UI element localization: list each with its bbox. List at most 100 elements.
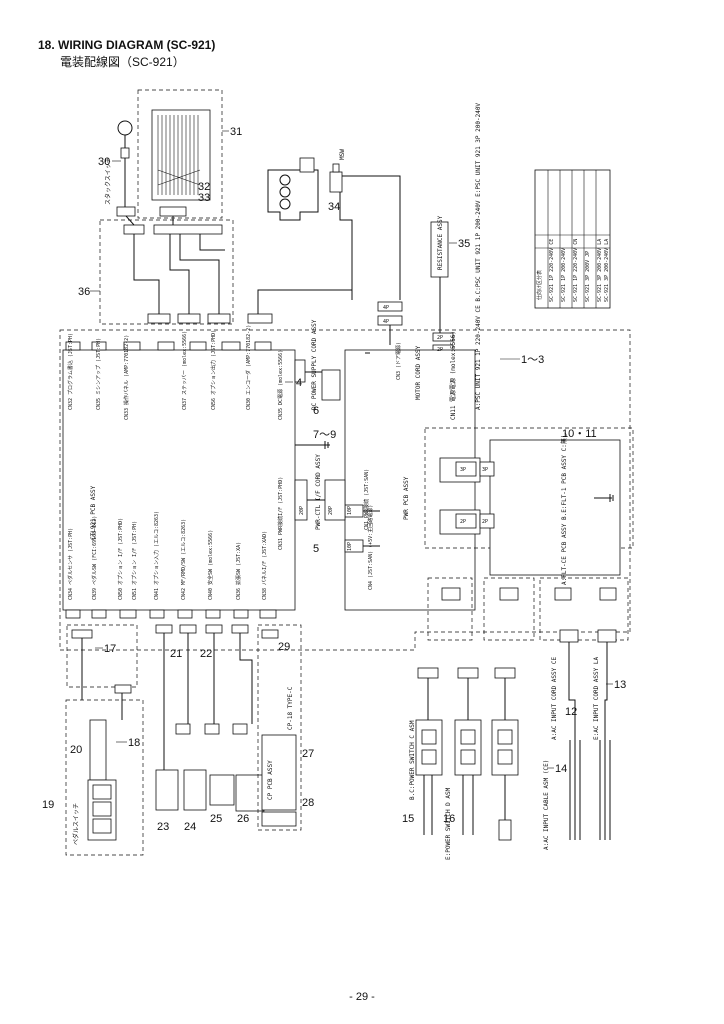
power-switch-group (415, 642, 611, 841)
callout-35: 35 (458, 238, 470, 250)
callout-7-9: 7～9 (313, 429, 336, 441)
callout-17: 17 (104, 643, 116, 655)
leader-lines (90, 130, 613, 769)
label-cn35: CN35 ミシンアップ (JST:PH) (96, 338, 102, 410)
label-cn32: CN32 プログラム書込 (JST:PH) (67, 333, 74, 410)
plug-label-3: 2P (437, 335, 443, 341)
callout-32: 32 (198, 181, 210, 193)
destination-table (534, 169, 611, 309)
label-flt-pcb: A:FLT-CE PCB ASSY B.E:FLT-1 PCB ASSY C:無… (560, 432, 568, 585)
callout-1-3: 1～3 (521, 354, 544, 366)
callout-28: 28 (302, 797, 314, 809)
callout-4: 4 (296, 377, 302, 389)
flt-board (424, 427, 634, 576)
plug-label-2: 4P (383, 319, 389, 325)
plug-label-7: 2P (460, 519, 466, 525)
table-row-a: SC-921 1P 220-240V CE (549, 239, 555, 302)
label-pedal-switch: ペダルスイッチ (72, 803, 80, 845)
label-cp18: CP-18 TYPE-C (287, 686, 294, 730)
callout-18: 18 (128, 737, 140, 749)
callout-27: 27 (302, 748, 314, 760)
callout-5: 5 (313, 543, 319, 555)
label-ctl-pcb: CTL921 PCB ASSY (90, 485, 97, 540)
callout-25: 25 (210, 813, 222, 825)
label-cn34: CN34 ペダルセンサ (JST:PH) (67, 528, 74, 600)
power-supply-cord (305, 325, 391, 401)
label-stack-switch: スタックスイッチ (104, 157, 112, 205)
label-cn56: CN56 オプション出力 (JST:PHD) (210, 330, 217, 410)
callout-10-11: 10・11 (562, 428, 597, 440)
callout-12: 12 (565, 706, 577, 718)
page-title: 18. WIRING DIAGRAM (SC-921) (38, 38, 216, 52)
plug-label-9: 10P (347, 506, 353, 515)
motor-assembly (247, 157, 401, 324)
label-msw: MSW (339, 149, 346, 160)
plug-label-5: 3P (460, 467, 466, 473)
label-cn50: CN50 オプション I/F (JST:PHD) (118, 518, 124, 600)
label-cn-motor: CN11 電源電源 (molex:5566) (449, 331, 457, 420)
callout-14: 14 (555, 763, 567, 775)
label-cn36: CN36 拡張SW (JST:XA) (235, 542, 242, 600)
callout-16: 16 (443, 813, 455, 825)
label-psc-unit: A:PSC UNIT 921 1P 220-240V CE B.C:PSC UN… (475, 103, 482, 410)
callout-34: 34 (328, 201, 340, 213)
label-cn33: CN33 操作パネル (AMP:770182-2) (123, 335, 130, 420)
plug-label-8: 2P (482, 519, 488, 525)
page-number: - 29 - (349, 991, 375, 1003)
callout-6: 6 (313, 405, 319, 417)
page-subtitle: 電装配線図（SC-921） (60, 55, 185, 69)
callout-31: 31 (230, 126, 242, 138)
label-cn51: CN51 オプション I/F (JST:PH) (132, 521, 138, 600)
label-cn-dc: CN35 DC電源 (molex:5566) (277, 350, 284, 420)
table-row-c: SC-921 1P 220-240V CN (573, 239, 579, 302)
ctl-pcb-board (62, 341, 330, 619)
label-ac-cable: A:AC INPUT CABLE ASM (CE) (543, 760, 550, 850)
label-cn40: CN40 安全SW (molex:5566) (207, 530, 214, 600)
label-cn37: CN37 ステッパー (molex:5566) (182, 331, 188, 410)
callout-23: 23 (157, 821, 169, 833)
label-ac-cord-la: E:AC INPUT CORD ASSY LA (593, 657, 600, 740)
label-ac-cord-ce: A:AC INPUT CORD ASSY CE (551, 657, 558, 740)
label-pwr-pcb: PWR PCB ASSY (403, 476, 410, 520)
relay-harness-group (99, 215, 234, 325)
callout-21: 21 (170, 648, 182, 660)
table-row-d: SC-921 3P 200V JP (585, 251, 591, 302)
callout-20: 20 (70, 744, 82, 756)
label-cn-pwr1: CN1 PWR接続 (JST:SAN) (363, 469, 370, 530)
table-row-e: SC-921 3P 200-240V LA (597, 239, 603, 302)
label-dc-power: DC POWER SUPPLY CORD ASSY (311, 319, 318, 410)
label-cn42: CN42 MF/RMD/SW (エルコ:8263) (181, 519, 187, 600)
sensor-group (155, 624, 265, 812)
plug-label-4: 2P (437, 347, 443, 353)
label-cp-pcb: CP PCB ASSY (267, 760, 274, 800)
label-cn38: CN38 パネルI/F (JST:XAD) (262, 531, 268, 600)
callout-36: 36 (78, 286, 90, 298)
label-cn41: CN41 オプション入力 (エルコ:8263) (153, 511, 160, 600)
resistance-assy (430, 221, 449, 340)
label-resistance: RESISTANCE ASSY (437, 215, 444, 270)
label-power-switch-c: B.C:POWER SWITCH C ASM (409, 720, 416, 800)
callout-15: 15 (402, 813, 414, 825)
label-cn39: CN39 ペダルSW (FCI:69168-212) (91, 516, 98, 600)
top-harness-group (116, 89, 223, 219)
rotated-labels: CTL921 PCB ASSY PWR PCB ASSY A:FLT-CE PC… (67, 103, 610, 860)
plug-label-10: 10P (347, 542, 353, 551)
callout-29: 29 (278, 641, 290, 653)
table-caption: 仕向け区分表 (536, 270, 543, 300)
label-power-switch-d: E:POWER SWITCH D ASM (445, 787, 452, 860)
callout-22: 22 (200, 648, 212, 660)
plug-label-6: 3P (482, 467, 488, 473)
callout-33: 33 (198, 192, 210, 204)
label-pwr-ctl-cord: PWR-CTL I/F CORD ASSY (315, 454, 322, 530)
callout-26: 26 (237, 813, 249, 825)
label-cn31: CN31 PWR接続I/F (JST:PHD) (277, 477, 284, 550)
callout-30: 30 (98, 156, 110, 168)
plug-label-11: 20P (299, 506, 305, 515)
machine-boundary (59, 329, 631, 651)
lower-connectors (427, 577, 629, 643)
callout-19: 19 (42, 799, 54, 811)
pedal-switch-group (65, 624, 144, 856)
callout-13: 13 (614, 679, 626, 691)
label-cn-pwr2: CN4 (JST:SAN) (+5V:主回路電源) (367, 505, 374, 590)
